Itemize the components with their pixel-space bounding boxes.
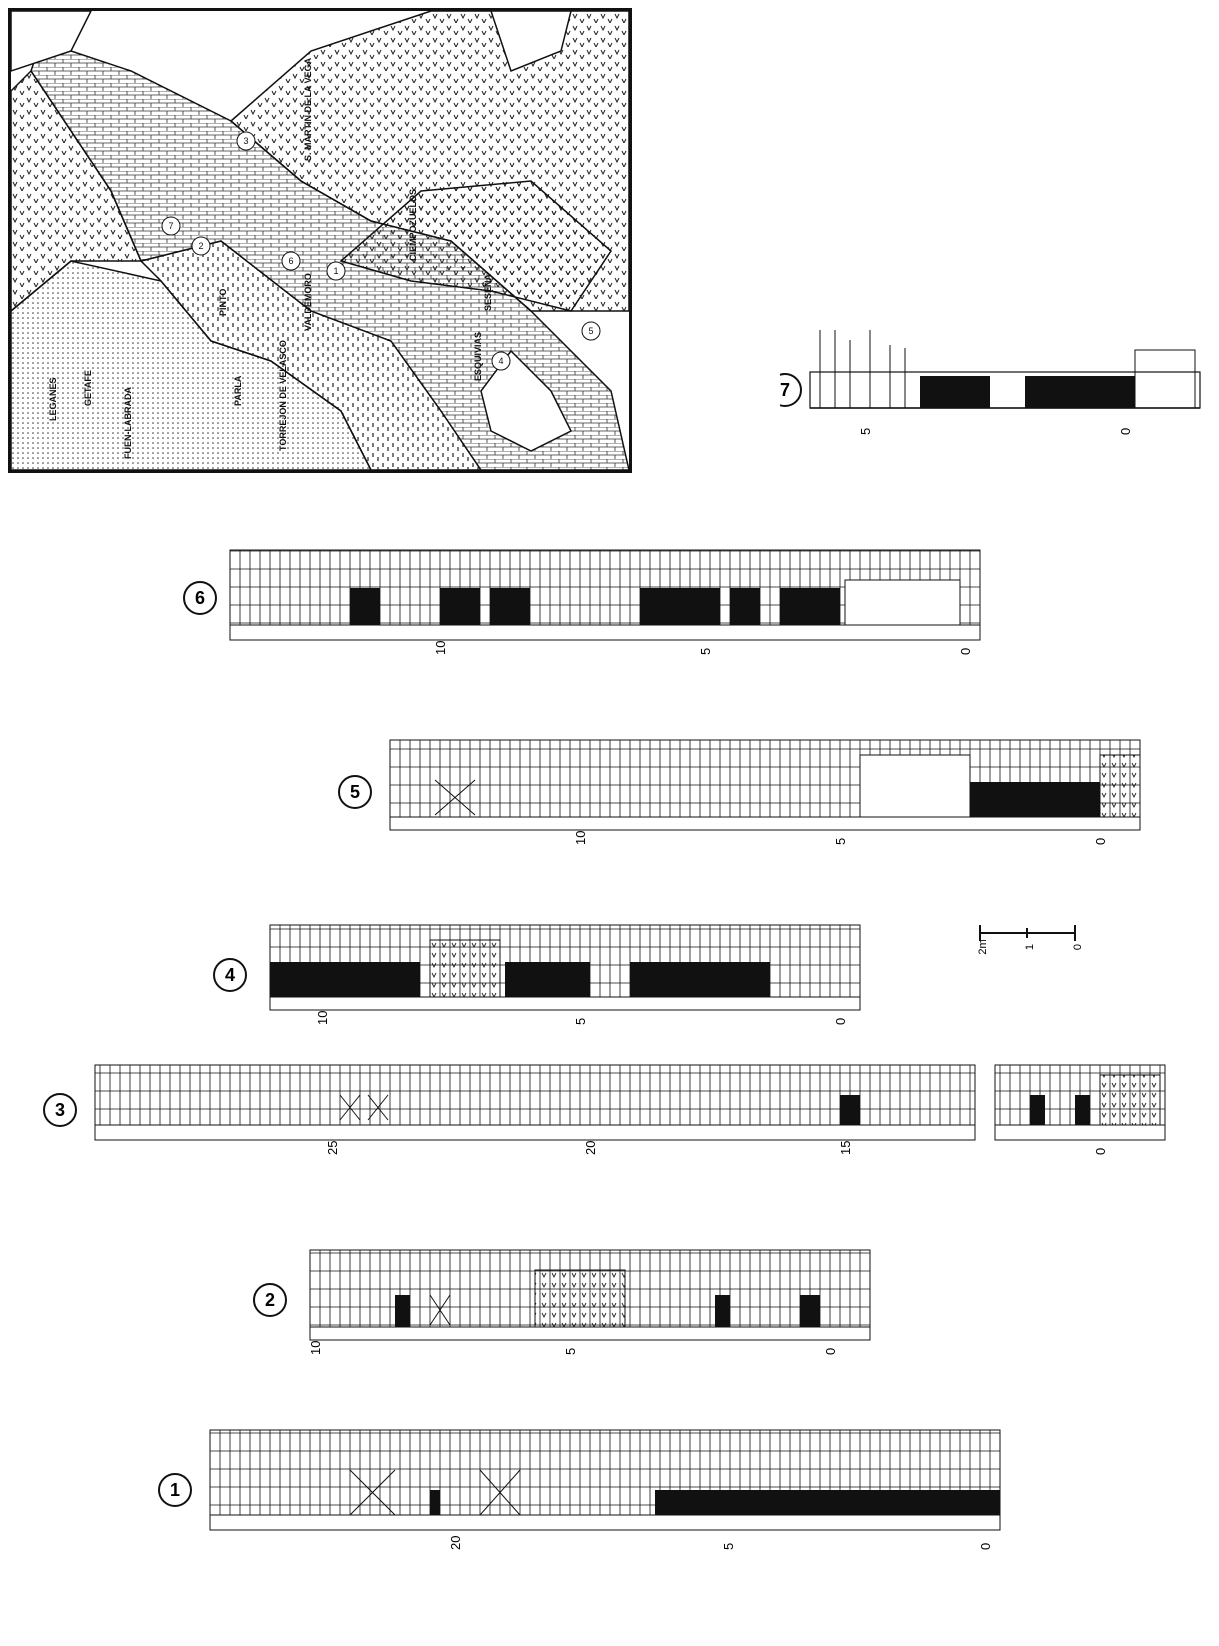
section-1-tick-0: 0 [978, 1543, 993, 1550]
section-6-tick-5: 5 [698, 648, 713, 655]
svg-text:1: 1 [333, 266, 338, 276]
section-5-tick-5: 5 [833, 838, 848, 845]
place-label-parla: PARLA [233, 375, 243, 406]
section-2-tick-10: 10 [308, 1341, 323, 1355]
section-3-tick-20: 20 [583, 1141, 598, 1155]
section-3-tick-0: 0 [1093, 1148, 1108, 1155]
place-label-getafe: GETAFE [83, 370, 93, 406]
section-5: 5 10 5 0 [339, 740, 1140, 845]
section-3-tick-15: 15 [838, 1141, 853, 1155]
site-marker-4: 4 [492, 352, 510, 370]
section-5-tick-10: 10 [573, 831, 588, 845]
section-5-number: 5 [350, 782, 360, 802]
section-7-column [810, 330, 1200, 408]
map-units [11, 11, 629, 470]
section-2: 2 10 5 0 [254, 1250, 870, 1355]
svg-text:6: 6 [288, 256, 293, 266]
section-6-tick-0: 0 [958, 648, 973, 655]
svg-text:4: 4 [498, 356, 503, 366]
section-4-number: 4 [225, 965, 235, 985]
section-3-number: 3 [55, 1100, 65, 1120]
section-3-tick-25: 25 [325, 1141, 340, 1155]
section-7-tick-5: 5 [858, 428, 873, 435]
section-2-tick-5: 5 [563, 1348, 578, 1355]
section-3: 3 25 20 15 0 [44, 1065, 1165, 1155]
section-4-tick-10: 10 [315, 1011, 330, 1025]
section-6-number: 6 [195, 588, 205, 608]
section-1-tick-20: 20 [448, 1536, 463, 1550]
site-marker-6: 6 [282, 252, 300, 270]
sections-1-6: 6 10 5 0 5 10 5 0 4 10 5 [0, 470, 1219, 1640]
section-2-number: 2 [265, 1290, 275, 1310]
section-1-number: 1 [170, 1480, 180, 1500]
place-label-valdemoro: VALDEMORO [303, 273, 313, 331]
site-marker-7: 7 [162, 217, 180, 235]
svg-text:3: 3 [243, 136, 248, 146]
place-label-torrejon: TORREJON DE VELASCO [278, 340, 288, 451]
section-1-tick-5: 5 [721, 1543, 736, 1550]
svg-text:7: 7 [168, 221, 173, 231]
place-label-sesena: SESEÑA [483, 273, 493, 311]
section-1: 1 20 5 0 [159, 1430, 1000, 1550]
section-7: 7 5 0 [780, 330, 1210, 460]
svg-text:5: 5 [588, 326, 593, 336]
section-7-tick-0: 0 [1118, 428, 1133, 435]
place-label-san-martin: S. MARTIN DE LA VEGA [303, 57, 313, 161]
place-label-leganes: LEGANES [48, 377, 58, 421]
section-5-tick-0: 0 [1093, 838, 1108, 845]
section-7-number: 7 [780, 380, 790, 400]
section-4-tick-5: 5 [573, 1018, 588, 1025]
geological-map-inset: LEGANES GETAFE FUEN-LABRADA PARLA PINTO … [8, 8, 632, 473]
site-marker-1: 1 [327, 262, 345, 280]
section-4-tick-0: 0 [833, 1018, 848, 1025]
svg-text:2: 2 [198, 241, 203, 251]
section-6-tick-10: 10 [433, 641, 448, 655]
section-2-tick-0: 0 [823, 1348, 838, 1355]
site-marker-5: 5 [582, 322, 600, 340]
section-6: 6 10 5 0 [184, 550, 980, 655]
place-label-fuenlabrada: FUEN-LABRADA [123, 387, 133, 459]
place-label-ciempozuelos: CIEMPOZUELOS [408, 189, 418, 261]
place-label-pinto: PINTO [218, 289, 228, 316]
site-marker-3: 3 [237, 132, 255, 150]
site-marker-2: 2 [192, 237, 210, 255]
section-4: 4 10 5 0 [214, 925, 860, 1025]
place-label-esquivias: ESQUIVIAS [473, 332, 483, 381]
